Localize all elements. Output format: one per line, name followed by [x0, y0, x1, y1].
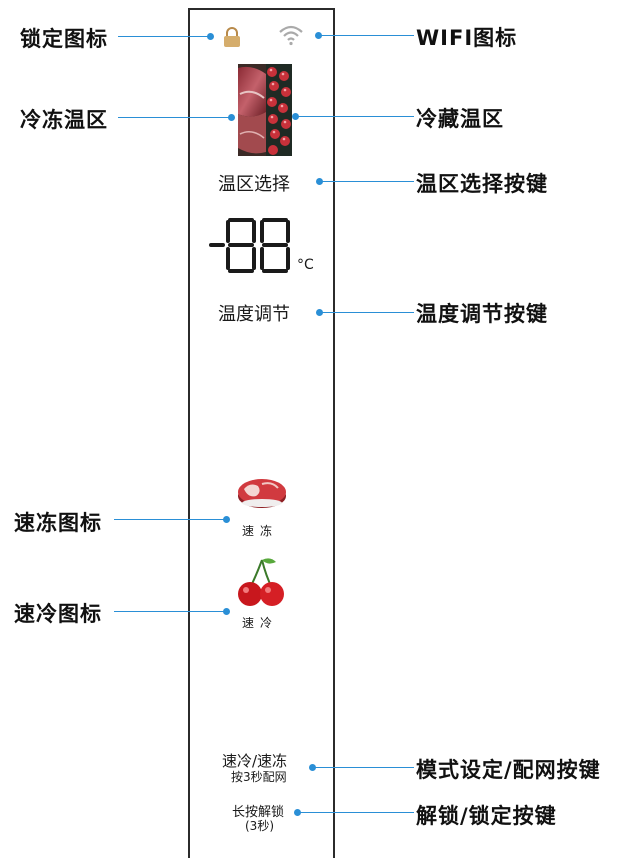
lock-icon [224, 27, 240, 47]
quick-freeze-button[interactable]: 速冻 [242, 524, 279, 538]
leader-dot [316, 309, 323, 316]
zone-select-button[interactable]: 温区选择 [218, 174, 290, 195]
callout-lock-icon: 锁定图标 [20, 27, 108, 51]
temperature-unit: °C [297, 257, 314, 273]
callout-fridge-zone: 冷藏温区 [416, 107, 504, 131]
callout-zone-select-key: 温区选择按键 [416, 172, 548, 196]
leader-dot [309, 764, 316, 771]
leader-line [321, 181, 414, 182]
leader-line [321, 312, 414, 313]
fridge-zone-icon [266, 64, 292, 156]
leader-dot [223, 516, 230, 523]
wifi-icon [279, 25, 303, 46]
leader-line [320, 35, 414, 36]
leader-dot [292, 113, 299, 120]
leader-line [118, 117, 230, 118]
steak-icon [238, 479, 286, 508]
leader-dot [315, 32, 322, 39]
callout-wifi-icon: WIFI图标 [416, 26, 518, 50]
temp-adjust-button[interactable]: 温度调节 [218, 304, 290, 325]
callout-quick-cool-icon: 速冷图标 [14, 602, 102, 626]
leader-dot [207, 33, 214, 40]
leader-line [314, 767, 414, 768]
callout-mode-network-key: 模式设定/配网按键 [416, 758, 601, 782]
leader-dot [316, 178, 323, 185]
leader-dot [294, 809, 301, 816]
cherry-icon [238, 558, 284, 606]
callout-temp-adjust-key: 温度调节按键 [416, 302, 548, 326]
unlock-button-sublabel: (3秒) [245, 819, 274, 833]
leader-dot [228, 114, 235, 121]
leader-dot [223, 608, 230, 615]
mode-button-sublabel: 按3秒配网 [231, 770, 287, 784]
callout-freezer-zone: 冷冻温区 [20, 108, 108, 132]
leader-line [114, 519, 226, 520]
temperature-display [209, 218, 290, 273]
quick-cool-button[interactable]: 速冷 [242, 616, 279, 630]
leader-line [114, 611, 226, 612]
leader-line [299, 812, 414, 813]
mode-button-label[interactable]: 速冷/速冻 [222, 752, 288, 770]
control-panel [188, 8, 335, 858]
leader-line [297, 116, 414, 117]
callout-unlock-lock-key: 解锁/锁定按键 [416, 804, 557, 828]
freezer-zone-icon [238, 64, 266, 156]
leader-line [118, 36, 210, 37]
unlock-button-label[interactable]: 长按解锁 [232, 805, 285, 820]
callout-quick-freeze-icon: 速冻图标 [14, 511, 102, 535]
